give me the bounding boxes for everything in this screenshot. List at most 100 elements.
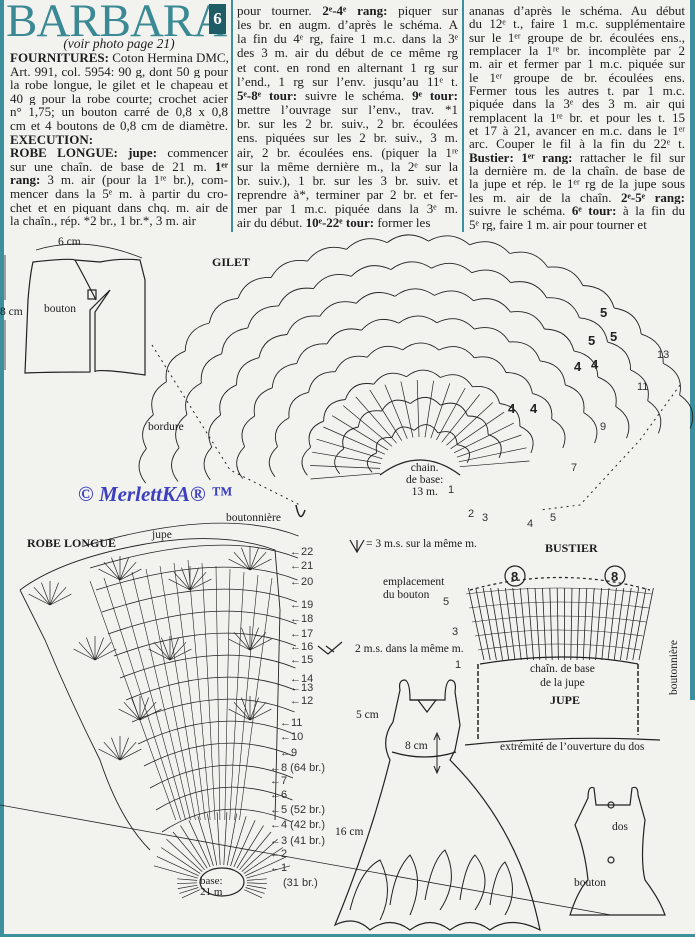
robe-row-label: ←4 (42 br.): [270, 819, 325, 831]
pineapple-fan: [98, 568, 121, 581]
chain-arc: [499, 403, 521, 427]
row-number: 7: [281, 775, 288, 787]
bustier-title: BUSTIER: [545, 541, 598, 555]
pineapple-fan: [111, 737, 121, 761]
row-arc: [89, 544, 299, 569]
chain-arc: [472, 385, 501, 404]
chain-arc: [175, 414, 188, 448]
pineapple-fan: [94, 641, 112, 661]
pineapple-fan: [139, 697, 149, 721]
stitch-line: [201, 562, 216, 821]
instruction-text: la jupe et rép. le 1ᵉʳ rg de la jupe sou…: [469, 177, 685, 191]
row-number: (31 br.): [283, 877, 318, 889]
row-arc: [95, 566, 298, 591]
robe-row-label: ←14: [290, 673, 313, 685]
instruction-text: remplacer la 1ʳᵉ br. incomplète par 2: [469, 44, 685, 58]
instruction-line: et 17 à 21, avancer en m.c. dans le 1ᵉʳ: [469, 124, 685, 137]
chain-arc: [171, 447, 180, 482]
instruction-text: les m. air de la chaîn.: [469, 190, 622, 205]
instruction-keyword: 10ᵉ-22ᵉ tour:: [305, 216, 375, 231]
instruction-text: Fermer tous les autres t. par 1 m.c.: [469, 84, 685, 98]
stitch-line: [632, 587, 647, 661]
chain-arc: [386, 234, 429, 243]
instruction-text: 5ᵉ rg, faire 1 m. air pour tourner et: [469, 217, 647, 231]
stitch-line: [626, 587, 639, 661]
stitch-line: [436, 387, 466, 441]
row-number: 4: [527, 518, 534, 530]
pineapple-fan: [131, 697, 141, 721]
row-number: 12: [301, 695, 314, 707]
instruction-keyword: ROBE LONGUE: jupe:: [10, 146, 158, 160]
stitch-line: [224, 568, 231, 821]
pineapple-fan: [189, 571, 207, 591]
robe-row-label: ←2: [270, 848, 287, 860]
chain-arc: [236, 446, 245, 479]
chain-arc: [510, 281, 548, 299]
stitch-line: [179, 887, 199, 894]
stitch-line: [223, 812, 228, 866]
chain-arc: [219, 384, 237, 416]
row-number: 19: [301, 599, 314, 611]
chain-arc: [519, 425, 534, 454]
chain-arc: [440, 402, 469, 417]
chain-arc: [274, 417, 290, 447]
chain-arc: [373, 372, 407, 385]
front-dress-sketch: [333, 679, 541, 932]
row-arc: [83, 522, 299, 547]
chain-arc: [342, 426, 359, 450]
robe-row-label: ←10: [280, 731, 303, 743]
instruction-line: Fermer tous les autres t. par 1 m.c.: [469, 84, 685, 97]
instruction-text: à la fin du: [616, 204, 685, 218]
instruction-text: 3 m. air (pour la 1ʳᵉ br.), com-: [40, 173, 228, 187]
row-arc: [161, 808, 293, 833]
chain-arc: [344, 383, 374, 400]
chart-number: 5: [610, 329, 618, 344]
instruction-text: le 1ᵉʳ groupe de br. écoulées ens.: [469, 70, 685, 85]
chain-arc: [271, 362, 297, 388]
instruction-line: cm et 4 boutons de 0,8 cm de diamètre.: [10, 119, 228, 133]
row-line: [465, 587, 653, 595]
chart-number: 4: [574, 359, 582, 374]
row-number: 3: [452, 626, 459, 638]
chain-arc: [663, 362, 681, 396]
row-number: 9: [291, 747, 298, 759]
pineapple-fan: [118, 708, 141, 721]
chain-arc: [334, 355, 368, 372]
instruction-text: des 3 m. air du début de ce même rg: [237, 46, 458, 61]
stitch-line: [236, 825, 264, 869]
two-sc-icon: [317, 641, 343, 655]
chain-arc: [278, 287, 314, 307]
pineapple-fan: [173, 571, 191, 591]
row-number: 14: [301, 673, 314, 685]
pineapple-fan: [119, 561, 137, 581]
chain-arc: [532, 392, 553, 420]
row-number: 20: [301, 576, 314, 588]
instruction-text: suivre le schéma.: [469, 204, 572, 218]
row-number: 15: [301, 654, 314, 666]
chain-arc: [573, 350, 599, 378]
pineapple-fan: [119, 557, 129, 581]
pineapple-fan: [94, 637, 104, 661]
stitch-line: [245, 887, 265, 894]
robe-row-label: ←21: [290, 560, 313, 572]
pineapple-fan: [98, 748, 121, 761]
robe-row-label: ←1: [270, 862, 287, 874]
pineapple-fan: [123, 701, 141, 721]
page-edge-bottom: [0, 934, 695, 937]
chart-number: 4: [591, 357, 599, 372]
gilet-crochet-chart: [138, 234, 694, 518]
chain-arc: [221, 327, 248, 354]
stitch-line: [233, 820, 256, 868]
chain-arc: [208, 297, 239, 324]
bustier-buttonhole-label: boutonnière: [668, 640, 680, 695]
stitch-line: [549, 587, 553, 661]
chart-number: 5: [588, 333, 596, 348]
chain-arc: [200, 353, 222, 384]
chain-arc: [391, 426, 415, 438]
robe-row-label: ←20: [290, 576, 313, 588]
stitch-line: [246, 882, 267, 885]
stitch-line: [89, 580, 177, 821]
pineapple-fan: [228, 708, 251, 721]
chain-arc: [142, 414, 154, 449]
